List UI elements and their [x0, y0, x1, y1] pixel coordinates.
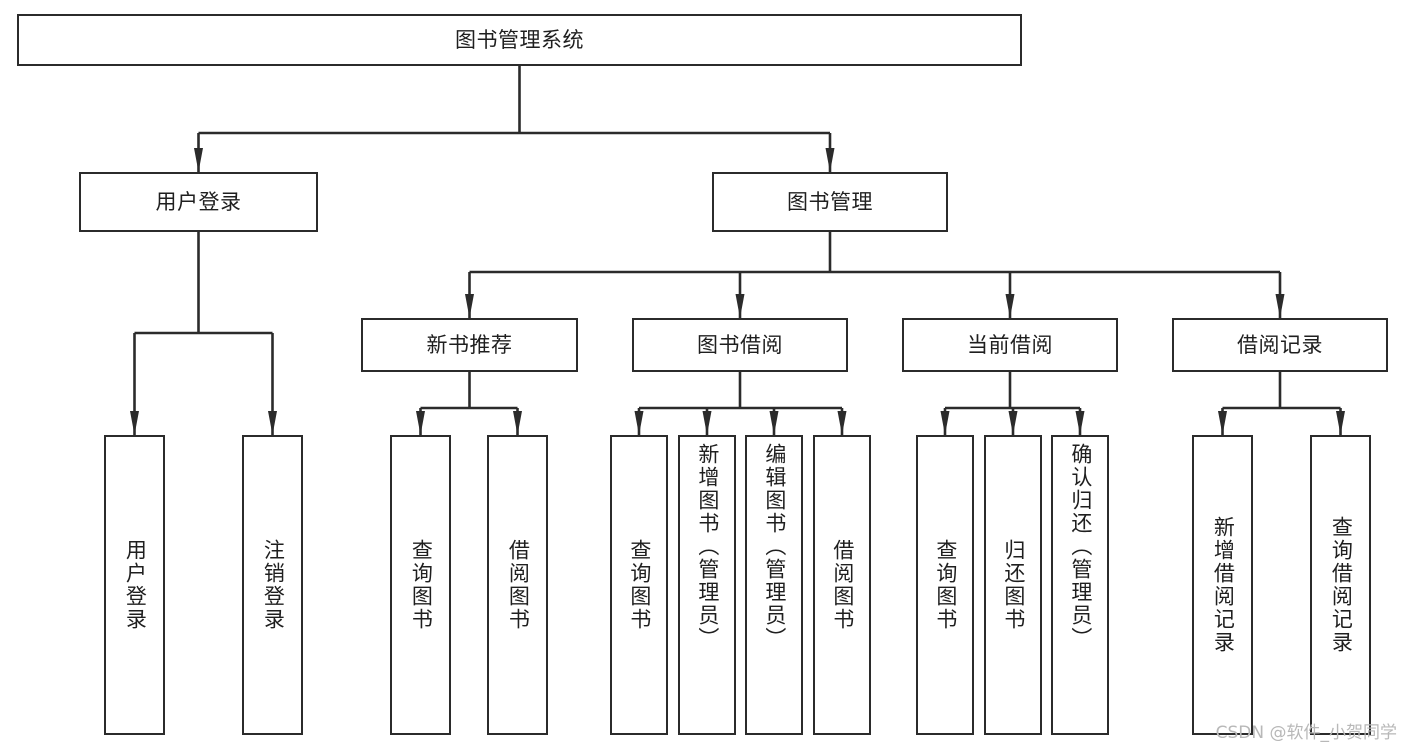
node-leaf-borrow-book-1[interactable]: 借阅图书: [487, 435, 548, 735]
arrow-head-icon: [130, 411, 139, 435]
node-label: 借阅记录: [1237, 332, 1323, 357]
node-label: 图书管理系统: [455, 27, 584, 52]
arrow-head-icon: [1336, 411, 1345, 435]
arrow-head-icon: [735, 294, 745, 318]
arrow-head-icon: [634, 411, 644, 435]
node-new-book-recommend[interactable]: 新书推荐: [361, 318, 578, 372]
node-leaf-query-book-1[interactable]: 查询图书: [390, 435, 451, 735]
node-label: 注销登录: [261, 539, 286, 631]
node-leaf-borrow-book-2[interactable]: 借阅图书: [813, 435, 871, 735]
watermark: CSDN @软件_小贺同学: [1215, 723, 1397, 743]
node-label: 新增图书（管理员）: [695, 443, 720, 650]
node-label: 新书推荐: [426, 332, 513, 357]
arrow-head-icon: [769, 411, 779, 435]
node-label: 用户登录: [155, 189, 242, 214]
node-book-borrow[interactable]: 图书借阅: [632, 318, 848, 372]
arrow-head-icon: [1275, 294, 1285, 318]
node-label: 编辑图书（管理员）: [762, 443, 787, 650]
arrow-head-icon: [268, 411, 277, 435]
node-label: 图书借阅: [697, 332, 783, 357]
arrow-head-icon: [1218, 411, 1227, 435]
arrow-head-icon: [416, 411, 425, 435]
node-label: 借阅图书: [830, 539, 855, 631]
node-label: 当前借阅: [967, 332, 1053, 357]
node-label: 新增借阅记录: [1211, 516, 1236, 654]
node-leaf-user-logout[interactable]: 注销登录: [242, 435, 303, 735]
node-leaf-query-book-2[interactable]: 查询图书: [610, 435, 668, 735]
node-label: 查询图书: [409, 539, 434, 631]
node-label: 归还图书: [1001, 539, 1026, 631]
node-label: 查询借阅记录: [1329, 516, 1354, 654]
node-book-manage[interactable]: 图书管理: [712, 172, 948, 232]
node-leaf-query-record[interactable]: 查询借阅记录: [1310, 435, 1371, 735]
node-user-login[interactable]: 用户登录: [79, 172, 318, 232]
arrow-head-icon: [702, 411, 712, 435]
arrow-head-icon: [1075, 411, 1085, 435]
node-label: 借阅图书: [506, 539, 531, 631]
node-leaf-return-book[interactable]: 归还图书: [984, 435, 1042, 735]
node-root[interactable]: 图书管理系统: [17, 14, 1022, 66]
arrow-head-icon: [825, 148, 835, 172]
node-current-borrow[interactable]: 当前借阅: [902, 318, 1118, 372]
node-label: 查询图书: [933, 539, 958, 631]
arrow-head-icon: [940, 411, 950, 435]
node-leaf-edit-book[interactable]: 编辑图书（管理员）: [745, 435, 803, 735]
arrow-head-icon: [465, 294, 474, 318]
node-leaf-user-login[interactable]: 用户登录: [104, 435, 165, 735]
node-label: 用户登录: [123, 539, 148, 631]
node-borrow-record[interactable]: 借阅记录: [1172, 318, 1388, 372]
arrow-head-icon: [1005, 294, 1015, 318]
arrow-head-icon: [837, 411, 847, 435]
node-leaf-add-book[interactable]: 新增图书（管理员）: [678, 435, 736, 735]
node-label: 查询图书: [627, 539, 652, 631]
node-leaf-add-record[interactable]: 新增借阅记录: [1192, 435, 1253, 735]
node-leaf-confirm-return[interactable]: 确认归还（管理员）: [1051, 435, 1109, 735]
node-label: 确认归还（管理员）: [1068, 443, 1093, 650]
node-leaf-query-book-3[interactable]: 查询图书: [916, 435, 974, 735]
arrow-head-icon: [194, 148, 203, 172]
arrow-head-icon: [1008, 411, 1018, 435]
arrow-head-icon: [513, 411, 522, 435]
node-label: 图书管理: [787, 189, 873, 214]
